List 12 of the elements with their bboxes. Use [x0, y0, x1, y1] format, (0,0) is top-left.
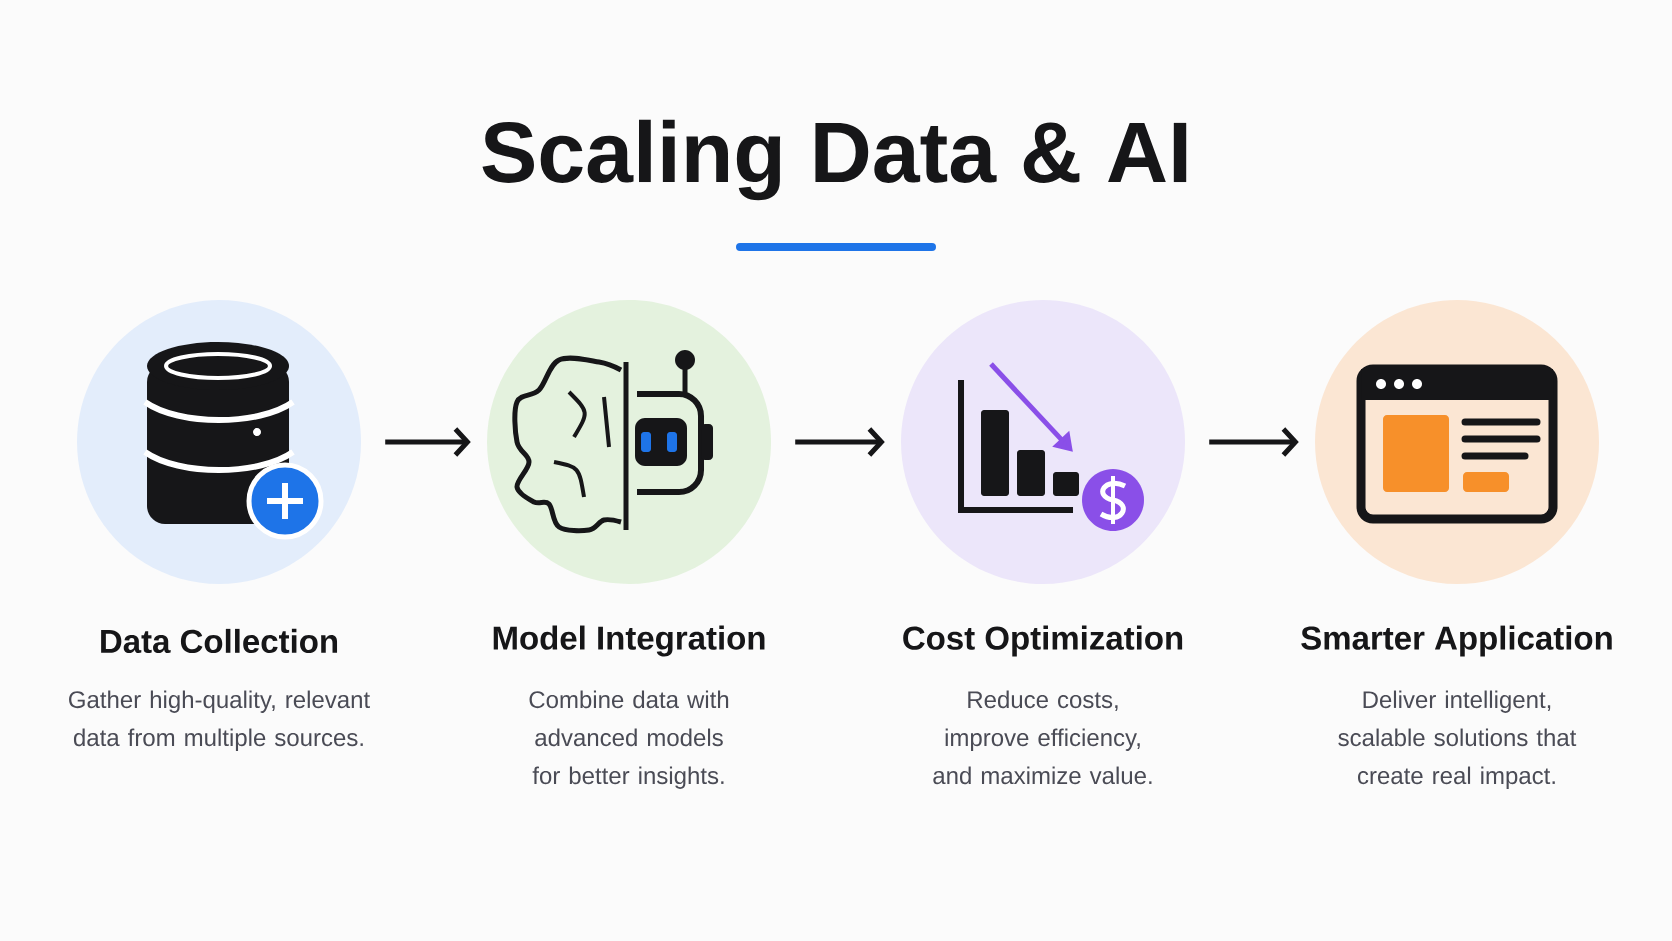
step-heading: Data Collection	[101, 628, 338, 654]
step-description: Gather high-quality, relevant data from multiple sources.	[69, 690, 370, 751]
step-heading: Model Integration	[493, 625, 765, 657]
title: Scaling Data & AI	[482, 119, 1187, 201]
step-description: Reduce costs, improve efficiency, and maximize value.	[933, 690, 1152, 785]
step-heading: Cost Optimization	[903, 625, 1183, 657]
arrow	[385, 427, 471, 457]
arrow	[1209, 427, 1299, 457]
arrow	[795, 427, 885, 457]
step-description: Deliver intelligent, scalable solutions that create real impact.	[1338, 690, 1577, 789]
step-heading: Smarter Application	[1301, 625, 1612, 657]
step-description: Combine data with advanced models for better insights.	[529, 690, 729, 789]
